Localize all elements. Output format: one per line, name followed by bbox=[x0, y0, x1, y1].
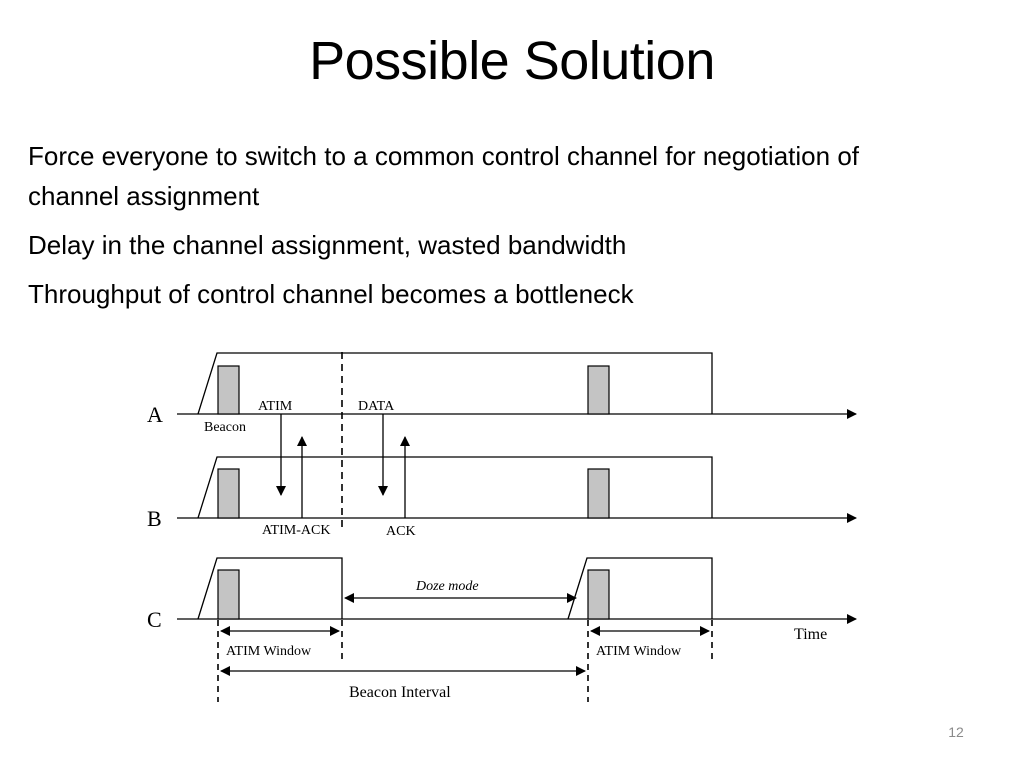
bullet-item: Force everyone to switch to a common con… bbox=[28, 141, 859, 211]
row-label-a: A bbox=[147, 402, 163, 427]
row-c-awake-envelope-2 bbox=[567, 557, 713, 620]
data-label: DATA bbox=[358, 399, 395, 414]
doze-mode-label: Doze mode bbox=[415, 579, 479, 594]
beacon-interval-label: Beacon Interval bbox=[349, 684, 451, 701]
atim-window-label-2: ATIM Window bbox=[596, 644, 682, 659]
ack-label: ACK bbox=[386, 524, 416, 539]
beacon-frame-a-1 bbox=[217, 365, 240, 415]
row-label-b: B bbox=[147, 506, 162, 531]
atim-label: ATIM bbox=[258, 399, 293, 414]
row-label-c: C bbox=[147, 607, 162, 632]
bullet-list: Force everyone to switch to a common con… bbox=[28, 136, 928, 323]
beacon-frame-b-1 bbox=[217, 468, 240, 519]
row-b-awake-envelope bbox=[197, 456, 713, 519]
beacon-frame-b-2 bbox=[587, 468, 610, 519]
row-a-awake-envelope bbox=[197, 352, 713, 415]
beacon-frame-c-1 bbox=[217, 569, 240, 620]
atim-ack-label: ATIM-ACK bbox=[262, 523, 330, 538]
atim-window-label-1: ATIM Window bbox=[226, 644, 312, 659]
beacon-frame-a-2 bbox=[587, 365, 610, 415]
bullet-item: Delay in the channel assignment, wasted … bbox=[28, 230, 627, 260]
beacon-frame-c-2 bbox=[587, 569, 610, 620]
slide-title: Possible Solution bbox=[309, 31, 715, 91]
page-number: 12 bbox=[948, 724, 964, 740]
time-label: Time bbox=[794, 626, 827, 643]
bullet-item: Throughput of control channel becomes a … bbox=[28, 279, 634, 309]
row-c-awake-envelope-1 bbox=[197, 557, 343, 620]
beacon-label: Beacon bbox=[204, 420, 246, 435]
